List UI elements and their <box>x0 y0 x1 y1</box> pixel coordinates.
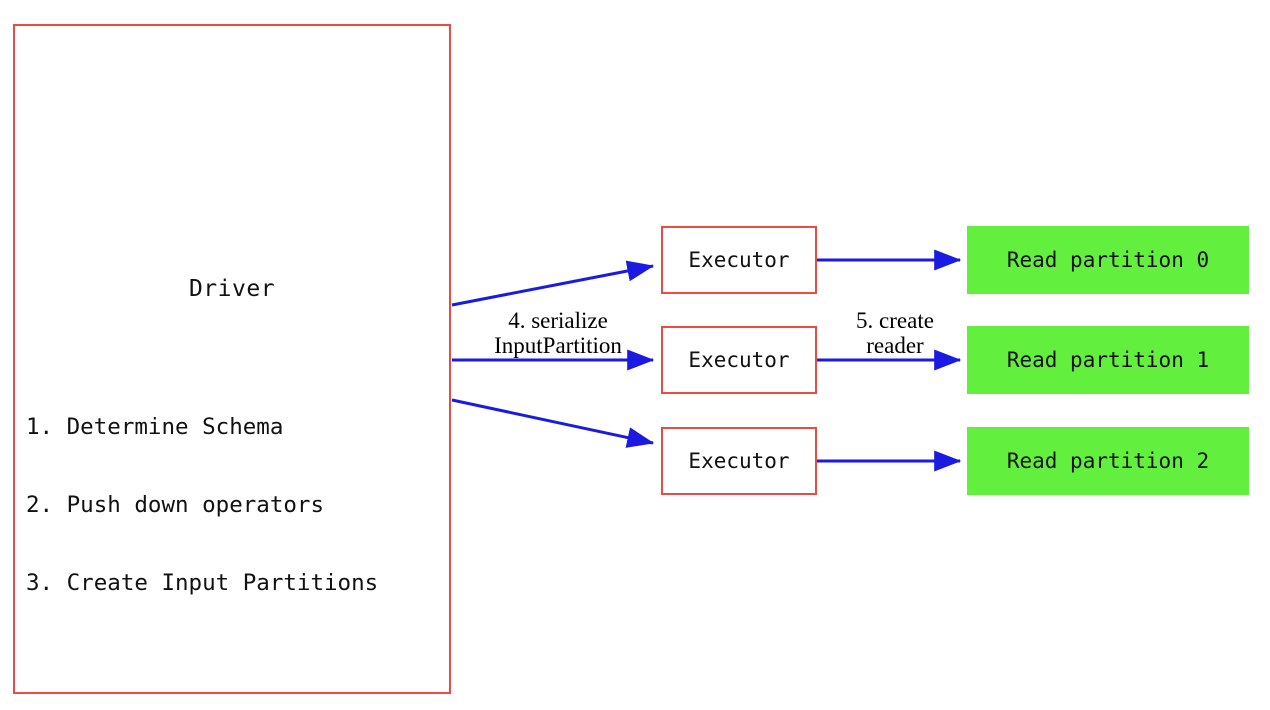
driver-step-1: 1. Determine Schema <box>26 414 284 440</box>
arrow-label-serialize-line-1: 4. serialize <box>508 308 608 333</box>
partition-box-0: Read partition 0 <box>967 226 1249 294</box>
partition-label-0: Read partition 0 <box>1006 248 1210 272</box>
driver-step-2: 2. Push down operators <box>26 492 325 518</box>
executor-box-0: Executor <box>661 226 817 294</box>
partition-label-1: Read partition 1 <box>1006 348 1210 372</box>
executor-box-2: Executor <box>661 427 817 495</box>
executor-label-1: Executor <box>688 348 790 372</box>
arrow-label-create-reader-line-2: reader <box>866 333 924 358</box>
partition-box-2: Read partition 2 <box>967 427 1249 495</box>
driver-step-3: 3. Create Input Partitions <box>26 570 379 596</box>
arrow-label-serialize: 4. serialize InputPartition <box>463 308 653 358</box>
partition-label-2: Read partition 2 <box>1006 449 1210 473</box>
arrow-label-serialize-line-2: InputPartition <box>494 333 622 358</box>
executor-label-0: Executor <box>688 248 790 272</box>
driver-box <box>13 24 451 694</box>
executor-box-1: Executor <box>661 326 817 394</box>
driver-steps-list: 1. Determine Schema 2. Push down operato… <box>26 362 378 648</box>
arrow-label-create-reader: 5. create reader <box>827 308 963 358</box>
arrow-driver-to-executor-0 <box>451 260 655 307</box>
executor-label-2: Executor <box>688 449 790 473</box>
partition-box-1: Read partition 1 <box>967 326 1249 394</box>
driver-title: Driver <box>188 276 276 302</box>
arrow-label-create-reader-line-1: 5. create <box>856 308 934 333</box>
arrow-driver-to-executor-2 <box>451 398 655 448</box>
